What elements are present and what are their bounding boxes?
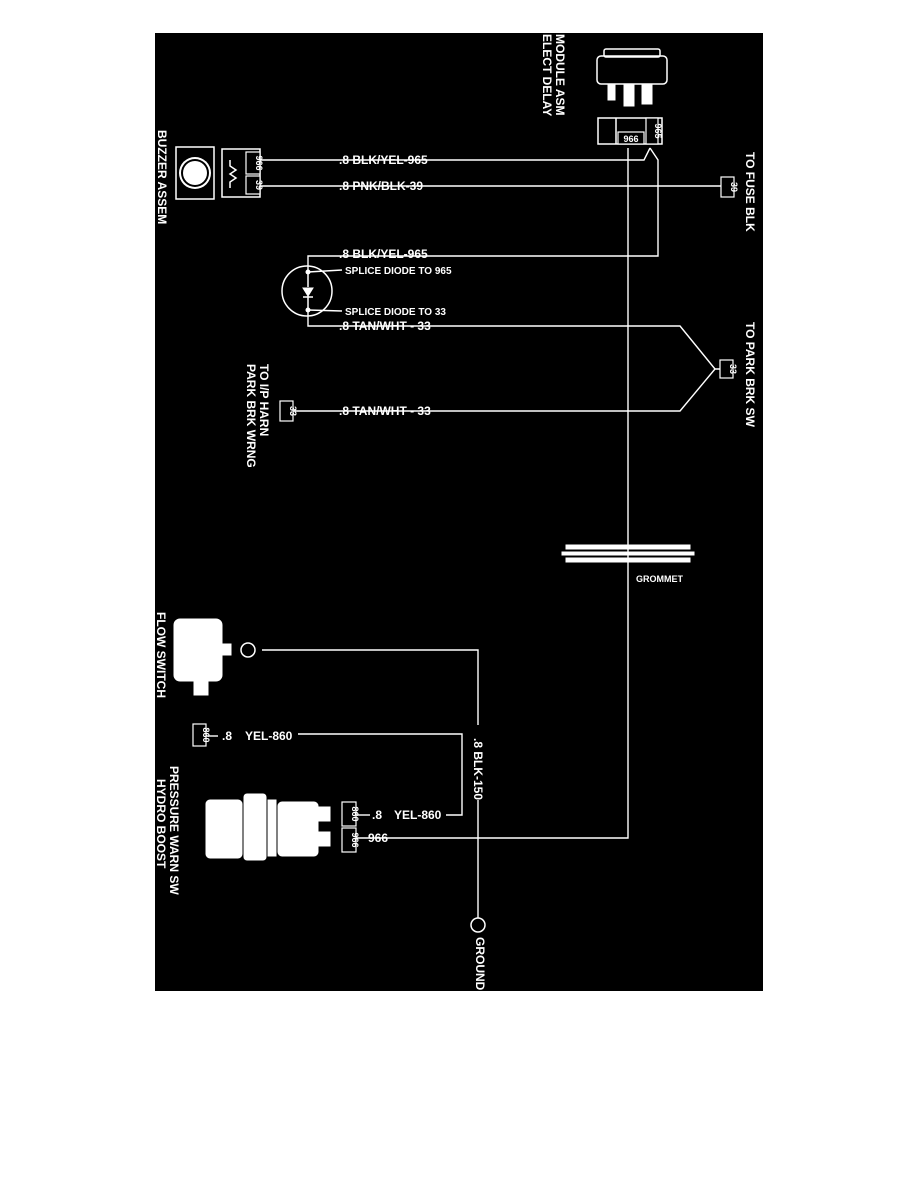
flow-switch-terminal-icon <box>240 642 256 658</box>
module-pin-icon <box>641 83 653 105</box>
terminal-box <box>245 175 261 195</box>
buzzer-label: BUZZER ASSEM <box>155 130 169 224</box>
terminal-box <box>645 117 659 145</box>
grommet-icon <box>561 551 695 556</box>
module-pin-icon <box>607 83 616 101</box>
flow-switch <box>173 618 256 696</box>
terminal-label: 966 <box>350 832 360 847</box>
flow-switch-port-icon <box>221 643 232 656</box>
hydro-nut-icon <box>243 793 267 861</box>
terminal-label: 33 <box>728 364 738 374</box>
terminal-box <box>192 723 207 747</box>
splice-circle-icon <box>281 265 333 317</box>
terminal-box <box>279 400 294 422</box>
wire-label: YEL-860 <box>245 729 293 743</box>
grommet-label: GROMMET <box>636 574 683 584</box>
ground-icon <box>470 917 486 933</box>
hydro-nut-icon <box>267 799 277 857</box>
wire-label: .8 BLK-150 <box>471 738 485 800</box>
wire-label: .8 PNK/BLK-39 <box>339 179 423 193</box>
wire-860-mid <box>298 733 463 816</box>
wire-label: YEL-860 <box>394 808 442 822</box>
wire-label: .8 TAN/WHT - 33 <box>339 404 431 418</box>
park-brk-label: TO PARK BRK SW <box>743 322 757 428</box>
hydro-body-icon <box>205 799 243 859</box>
wire-label: .8 TAN/WHT - 33 <box>339 319 431 333</box>
terminal-label: 966 <box>623 134 638 144</box>
terminal-label: 860 <box>201 727 211 742</box>
splice-diode <box>281 265 343 317</box>
wire-labels: .8 BLK/YEL-965 .8 PNK/BLK-39 .8 BLK/YEL-… <box>222 153 485 845</box>
module-asm: 966 965 <box>596 48 668 145</box>
diode-icon <box>302 287 314 297</box>
flow-switch-body-icon <box>173 618 223 682</box>
hydro-head-icon <box>277 801 319 857</box>
wire-label: .8 BLK/YEL-965 <box>339 247 428 261</box>
grommet-icon <box>565 544 691 550</box>
terminal-label: 860 <box>350 806 360 821</box>
wire-label: .8 <box>222 729 232 743</box>
module-label: MODULE ASM ELECT DELAY <box>540 34 567 119</box>
terminal-box <box>341 827 357 853</box>
hydro-label: PRESSURE WARN SW HYDRO BOOST <box>154 766 181 898</box>
terminal-box <box>341 801 357 827</box>
splice-label: SPLICE DIODE TO 965 <box>345 266 452 277</box>
terminal-label: 966 <box>254 155 264 170</box>
wire-965-splice <box>307 147 659 272</box>
wires <box>206 147 721 918</box>
terminal-box <box>245 151 261 175</box>
fuse-blk-label: TO FUSE BLK <box>743 152 757 232</box>
terminal-box <box>719 359 734 379</box>
splice-label: SPLICE DIODE TO 33 <box>345 307 446 318</box>
module-pin-icon <box>623 83 635 107</box>
terminal-box <box>617 131 645 145</box>
terminal-box <box>720 176 735 198</box>
wire-965-top <box>260 147 651 161</box>
flow-switch-label: FLOW SWITCH <box>154 612 168 698</box>
ground-label: GROUND <box>473 937 487 991</box>
terminal-label: 39 <box>254 180 264 190</box>
wire-label: 966 <box>368 831 388 845</box>
hydro-boost-switch <box>205 793 331 861</box>
hydro-prong-icon <box>317 831 331 847</box>
wire-150 <box>262 649 479 725</box>
wire-966-main <box>352 148 629 839</box>
wire-label: .8 BLK/YEL-965 <box>339 153 428 167</box>
module-lip-icon <box>603 48 661 58</box>
coil-icon <box>228 160 238 188</box>
flow-switch-stem-icon <box>193 680 209 696</box>
terminal-label: 965 <box>653 123 663 138</box>
wire-33-splice <box>307 310 716 370</box>
buzzer-assem: 966 39 <box>175 146 264 200</box>
wire-label: .8 <box>372 808 382 822</box>
ip-harn-label: TO I/P HARN PARK BRK WRNG <box>244 364 271 468</box>
grommet <box>561 544 695 563</box>
terminal-label: 33 <box>288 406 298 416</box>
buzzer-body-icon <box>175 146 215 200</box>
hydro-prong-icon <box>317 806 331 822</box>
grommet-icon <box>565 557 691 563</box>
wire-33-iph <box>293 368 720 412</box>
terminal-label: 39 <box>729 182 739 192</box>
